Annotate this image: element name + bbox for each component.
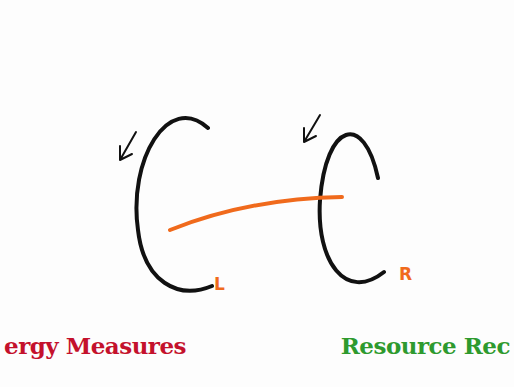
- link-line: [170, 197, 342, 230]
- section-heading: ergy Measures: [4, 334, 186, 357]
- left-arrow: [120, 132, 136, 160]
- left-loop: [136, 118, 212, 291]
- right-loop: [320, 134, 384, 282]
- right-arrow: [304, 115, 320, 142]
- loop-letter: R: [399, 266, 412, 283]
- section-heading: Resource Rec: [341, 334, 510, 357]
- loop-letter: L: [214, 276, 225, 293]
